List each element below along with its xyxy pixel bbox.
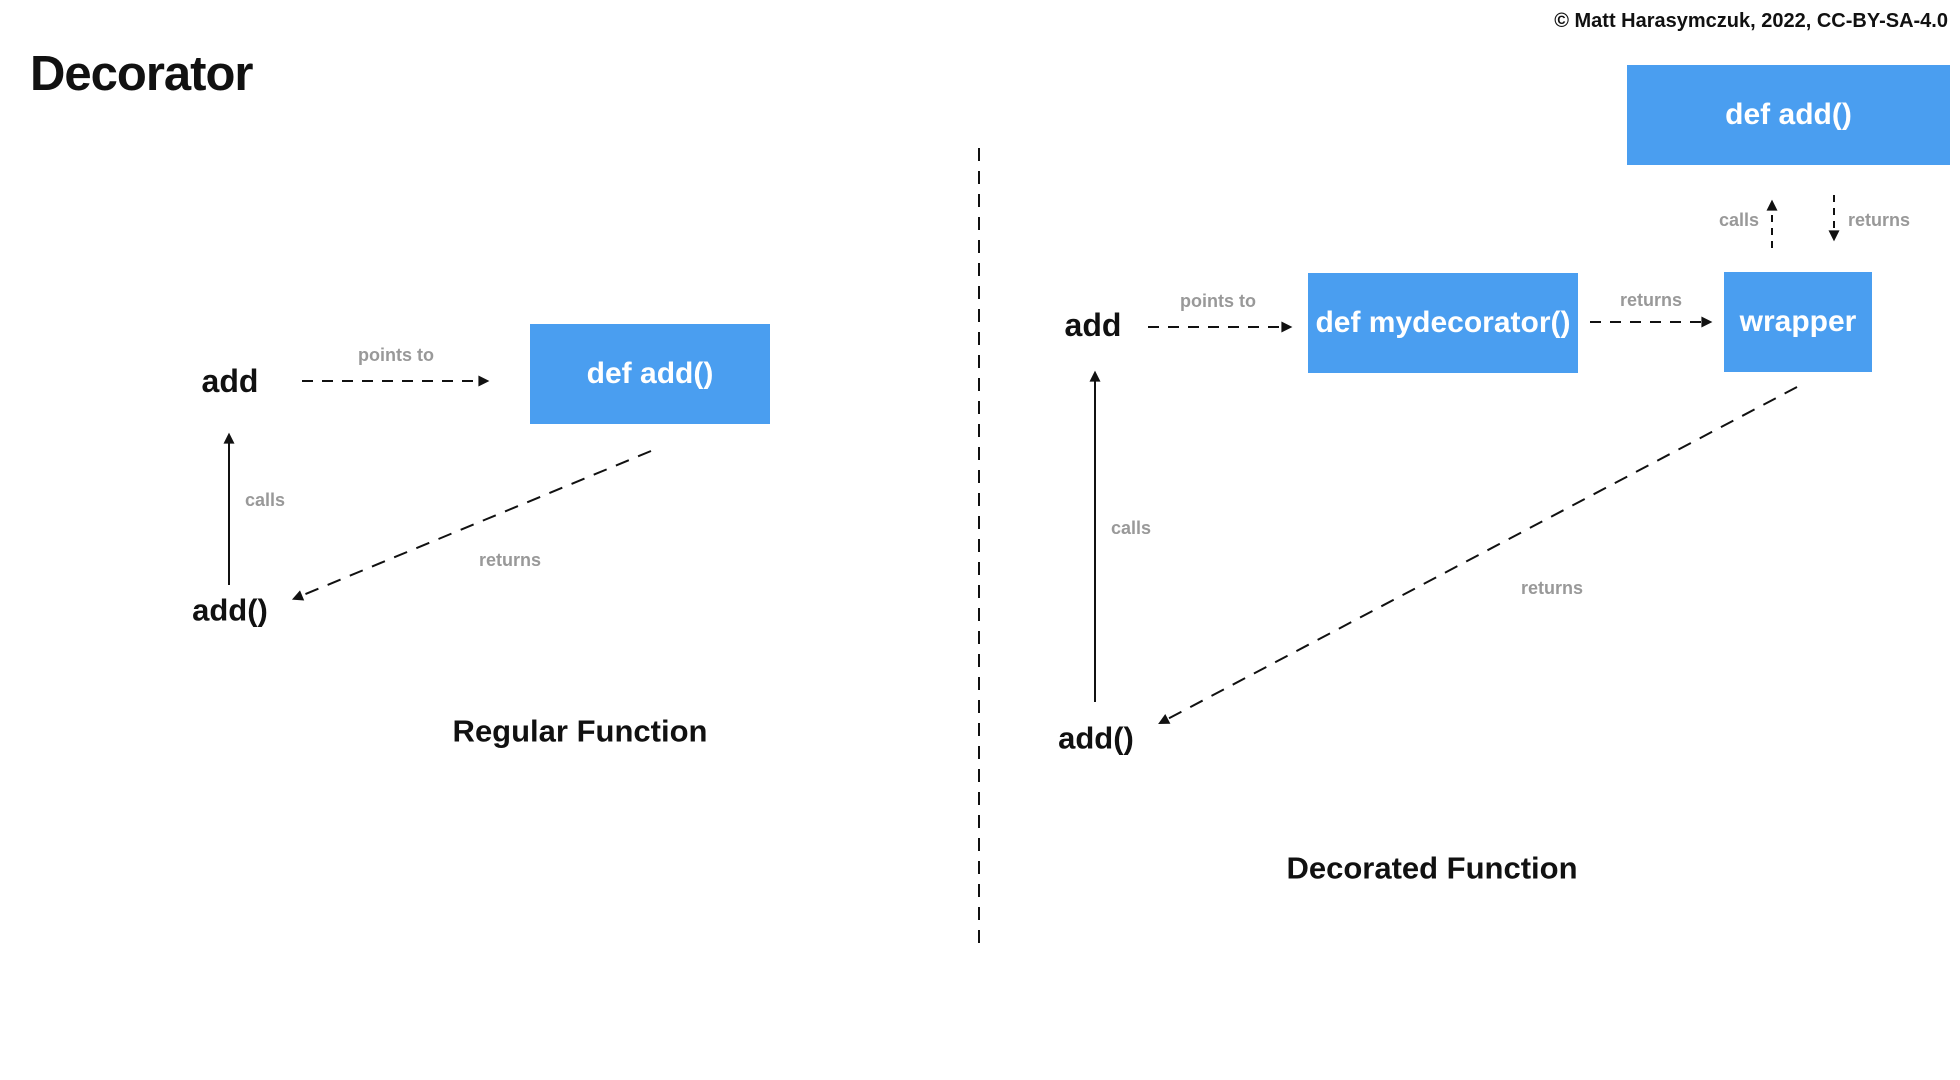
right-function-box: def add() bbox=[1627, 65, 1950, 165]
copyright-notice: © Matt Harasymczuk, 2022, CC-BY-SA-4.0 bbox=[1554, 10, 1948, 32]
wrapper-returns-label: returns bbox=[1847, 210, 1911, 230]
decorator-box: def mydecorator() bbox=[1308, 273, 1578, 373]
left-caption: Regular Function bbox=[452, 713, 708, 749]
right-returns-arrow bbox=[1158, 386, 1798, 725]
decorator-returns-label: returns bbox=[1619, 290, 1683, 310]
wrapper-calls-label: calls bbox=[1718, 210, 1760, 230]
right-variable-label: add bbox=[1064, 307, 1122, 343]
right-calls-label: calls bbox=[1110, 518, 1152, 538]
left-returns-label: returns bbox=[478, 550, 542, 570]
right-caption: Decorated Function bbox=[1286, 850, 1578, 886]
left-call-label: add() bbox=[192, 592, 268, 628]
wrapper-box: wrapper bbox=[1724, 272, 1872, 372]
left-calls-label: calls bbox=[244, 490, 286, 510]
left-variable-label: add bbox=[201, 363, 259, 399]
left-returns-arrow bbox=[291, 450, 652, 601]
right-call-label: add() bbox=[1058, 720, 1134, 756]
right-returns-label: returns bbox=[1520, 578, 1584, 598]
right-points-to-label: points to bbox=[1180, 291, 1256, 311]
page-title: Decorator bbox=[30, 47, 253, 101]
left-points-to-label: points to bbox=[358, 345, 434, 365]
left-function-box: def add() bbox=[530, 324, 770, 424]
